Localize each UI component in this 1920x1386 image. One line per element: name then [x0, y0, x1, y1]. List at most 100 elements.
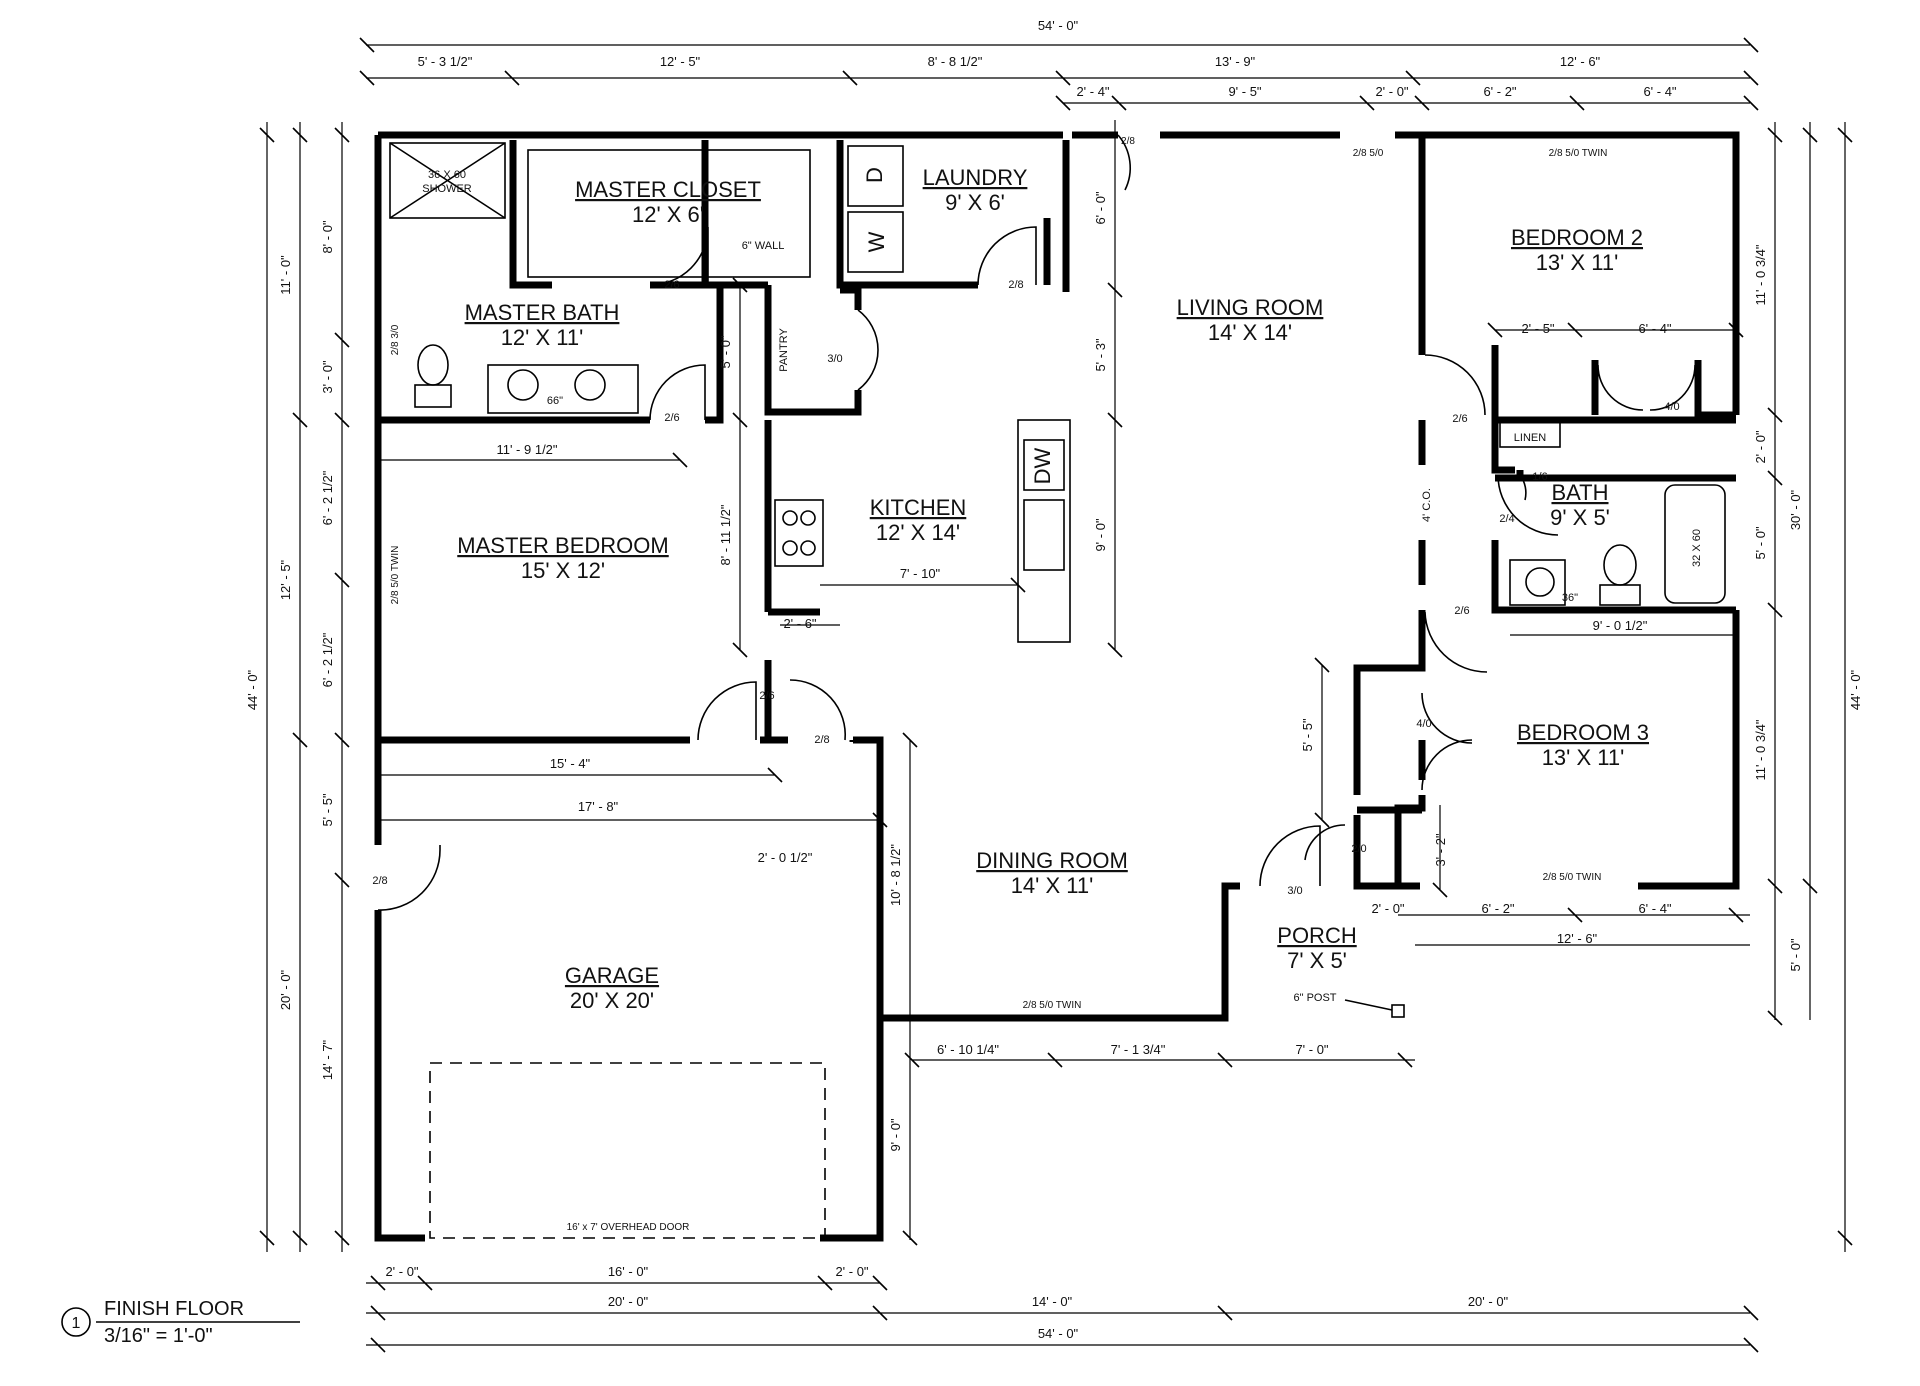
dim-bottom1-2: 16' - 0"	[608, 1264, 649, 1279]
dim-left2-2: 3' - 0"	[320, 360, 335, 393]
dryer-label: D	[862, 167, 887, 183]
door-closet: 2/6	[664, 279, 679, 291]
sink-left	[507, 369, 539, 401]
door-small: 2/0	[1351, 843, 1366, 855]
dim-right-1: 11' - 0 3/4"	[1753, 244, 1768, 305]
dim-bottom1-1: 2' - 0"	[385, 1264, 418, 1279]
bedroom2-size: 13' X 11'	[1536, 250, 1619, 275]
interior-walls	[378, 135, 1736, 890]
master-bath-size: 12' X 11'	[501, 325, 584, 350]
dim-left-2: 12' - 5"	[278, 559, 293, 600]
bedroom3-name: BEDROOM 3	[1517, 720, 1649, 745]
dim-9-0-garage: 9' - 0"	[888, 1118, 903, 1151]
dim-right2: 30' - 0"	[1788, 489, 1803, 530]
six-inch-wall-label: 6" WALL	[742, 240, 785, 252]
door-master-bath: 2/6	[664, 412, 679, 424]
vanity-66-label: 66"	[547, 395, 563, 407]
title-scale: 3/16" = 1'-0"	[104, 1325, 213, 1347]
door-swings	[377, 134, 1696, 911]
door-bedroom3: 2/6	[1454, 605, 1469, 617]
laundry-name: LAUNDRY	[923, 165, 1028, 190]
dim-left-3: 20' - 0"	[278, 969, 293, 1010]
window-bedroom2: 2/8 5/0 TWIN	[1549, 148, 1608, 159]
dim-mbath-width: 11' - 9 1/2"	[496, 442, 557, 457]
fixture-labels: 36 X 60 SHOWER PANTRY LINEN 6" WALL D W …	[422, 167, 1703, 1233]
bedroom2-name: BEDROOM 2	[1511, 225, 1643, 250]
dim-left2-4: 6' - 2 1/2"	[320, 632, 335, 687]
garage-name: GARAGE	[565, 963, 659, 988]
dim-top2-4: 6' - 2"	[1483, 84, 1516, 99]
kitchen-island	[1017, 419, 1071, 643]
dim-2-0-half: 2' - 0 1/2"	[758, 850, 813, 865]
window-bedroom3: 2/8 5/0 TWIN	[1543, 872, 1602, 883]
dim-overall-right: 44' - 0"	[1848, 669, 1863, 710]
fixtures	[389, 142, 1726, 1239]
door-garage-side: 2/8	[372, 875, 387, 887]
shower-label-2: SHOWER	[422, 183, 472, 195]
shower-label-1: 36 X 60	[428, 169, 466, 181]
window-master-bath: 2/8 3/0	[390, 324, 401, 355]
vanity-36-label: 36"	[1562, 592, 1578, 604]
dimension-ticks	[259, 37, 1853, 1353]
range	[774, 499, 824, 567]
door-bath: 2/4	[1499, 513, 1514, 525]
dim-left2-6: 14' - 7"	[320, 1039, 335, 1080]
door-laundry: 2/8	[1008, 279, 1023, 291]
title-circle	[61, 1307, 91, 1337]
living-room-name: LIVING ROOM	[1177, 295, 1324, 320]
door-pantry: 3/0	[827, 353, 842, 365]
dim-right-2: 2' - 0"	[1753, 430, 1768, 463]
dim-overall-bottom: 54' - 0"	[1038, 1326, 1079, 1341]
bath-name: BATH	[1551, 480, 1608, 505]
dim-left2-1: 8' - 0"	[320, 220, 335, 253]
overhead-door-outline	[429, 1062, 826, 1239]
master-closet-name: MASTER CLOSET	[575, 177, 761, 202]
porch-post	[1391, 1004, 1405, 1018]
dishwasher-label: DW	[1030, 447, 1055, 484]
laundry-size: 9' X 6'	[945, 190, 1005, 215]
dim-right-5: 5' - 0"	[1788, 938, 1803, 971]
closet-shelf	[527, 149, 811, 278]
room-labels: MASTER CLOSET 12' X 6' LAUNDRY 9' X 6' L…	[457, 165, 1649, 1013]
window-living: 2/8 5/0	[1353, 148, 1384, 159]
dim-5-0: 5' - 0"	[718, 335, 733, 368]
dim-9-0: 9' - 0"	[1093, 518, 1108, 551]
title-number: 1	[72, 1315, 81, 1332]
coat-closet-label: 4' C.O.	[1421, 488, 1433, 522]
door-bedroom2: 2/6	[1452, 413, 1467, 425]
dim-bottom1-3: 2' - 0"	[835, 1264, 868, 1279]
porch-size: 7' X 5'	[1287, 948, 1347, 973]
toilet-master	[417, 344, 449, 386]
dim-right-3: 5' - 0"	[1753, 526, 1768, 559]
master-bedroom-name: MASTER BEDROOM	[457, 533, 668, 558]
overhead-door-label: 16' x 7' OVERHEAD DOOR	[567, 1222, 690, 1233]
opening-labels: 2/6 2/8 2/8 2/8 5/0 2/8 5/0 TWIN 2/8 3/0…	[372, 136, 1679, 1011]
garage-size: 20' X 20'	[570, 988, 654, 1013]
washer	[847, 211, 904, 273]
dim-left2-5: 5' - 5"	[320, 793, 335, 826]
porch-name: PORCH	[1277, 923, 1356, 948]
dim-left2-3: 6' - 2 1/2"	[320, 470, 335, 525]
dim-5-3: 5' - 3"	[1093, 338, 1108, 371]
washer-label: W	[864, 231, 889, 252]
dim-top2-5: 6' - 4"	[1643, 84, 1676, 99]
dimension-lines	[266, 44, 1846, 1346]
linen-shelf	[1499, 421, 1561, 448]
kitchen-name: KITCHEN	[870, 495, 967, 520]
dim-top-4: 13' - 9"	[1215, 54, 1256, 69]
dim-left-1: 11' - 0"	[278, 255, 293, 295]
window-dining: 2/8 5/0 TWIN	[1023, 1000, 1082, 1011]
dim-top-5: 12' - 6"	[1560, 54, 1601, 69]
dim-top2-2: 9' - 5"	[1228, 84, 1261, 99]
title-block: 1 FINISH FLOOR 3/16" = 1'-0"	[61, 1298, 300, 1347]
window-master-bedroom: 2/8 5/0 TWIN	[390, 546, 401, 605]
bathtub	[1664, 484, 1726, 604]
door-garage-interior: 2/8	[814, 734, 829, 746]
dim-17-8: 17' - 8"	[578, 799, 619, 814]
kitchen-size: 12' X 14'	[876, 520, 960, 545]
living-room-size: 14' X 14'	[1208, 320, 1292, 345]
dim-overall-left: 44' - 0"	[245, 669, 260, 710]
door-front-top: 2/8	[1121, 136, 1135, 147]
dim-2-0-porch: 2' - 0"	[1371, 901, 1404, 916]
dim-9-0-half: 9' - 0 1/2"	[1593, 618, 1648, 633]
